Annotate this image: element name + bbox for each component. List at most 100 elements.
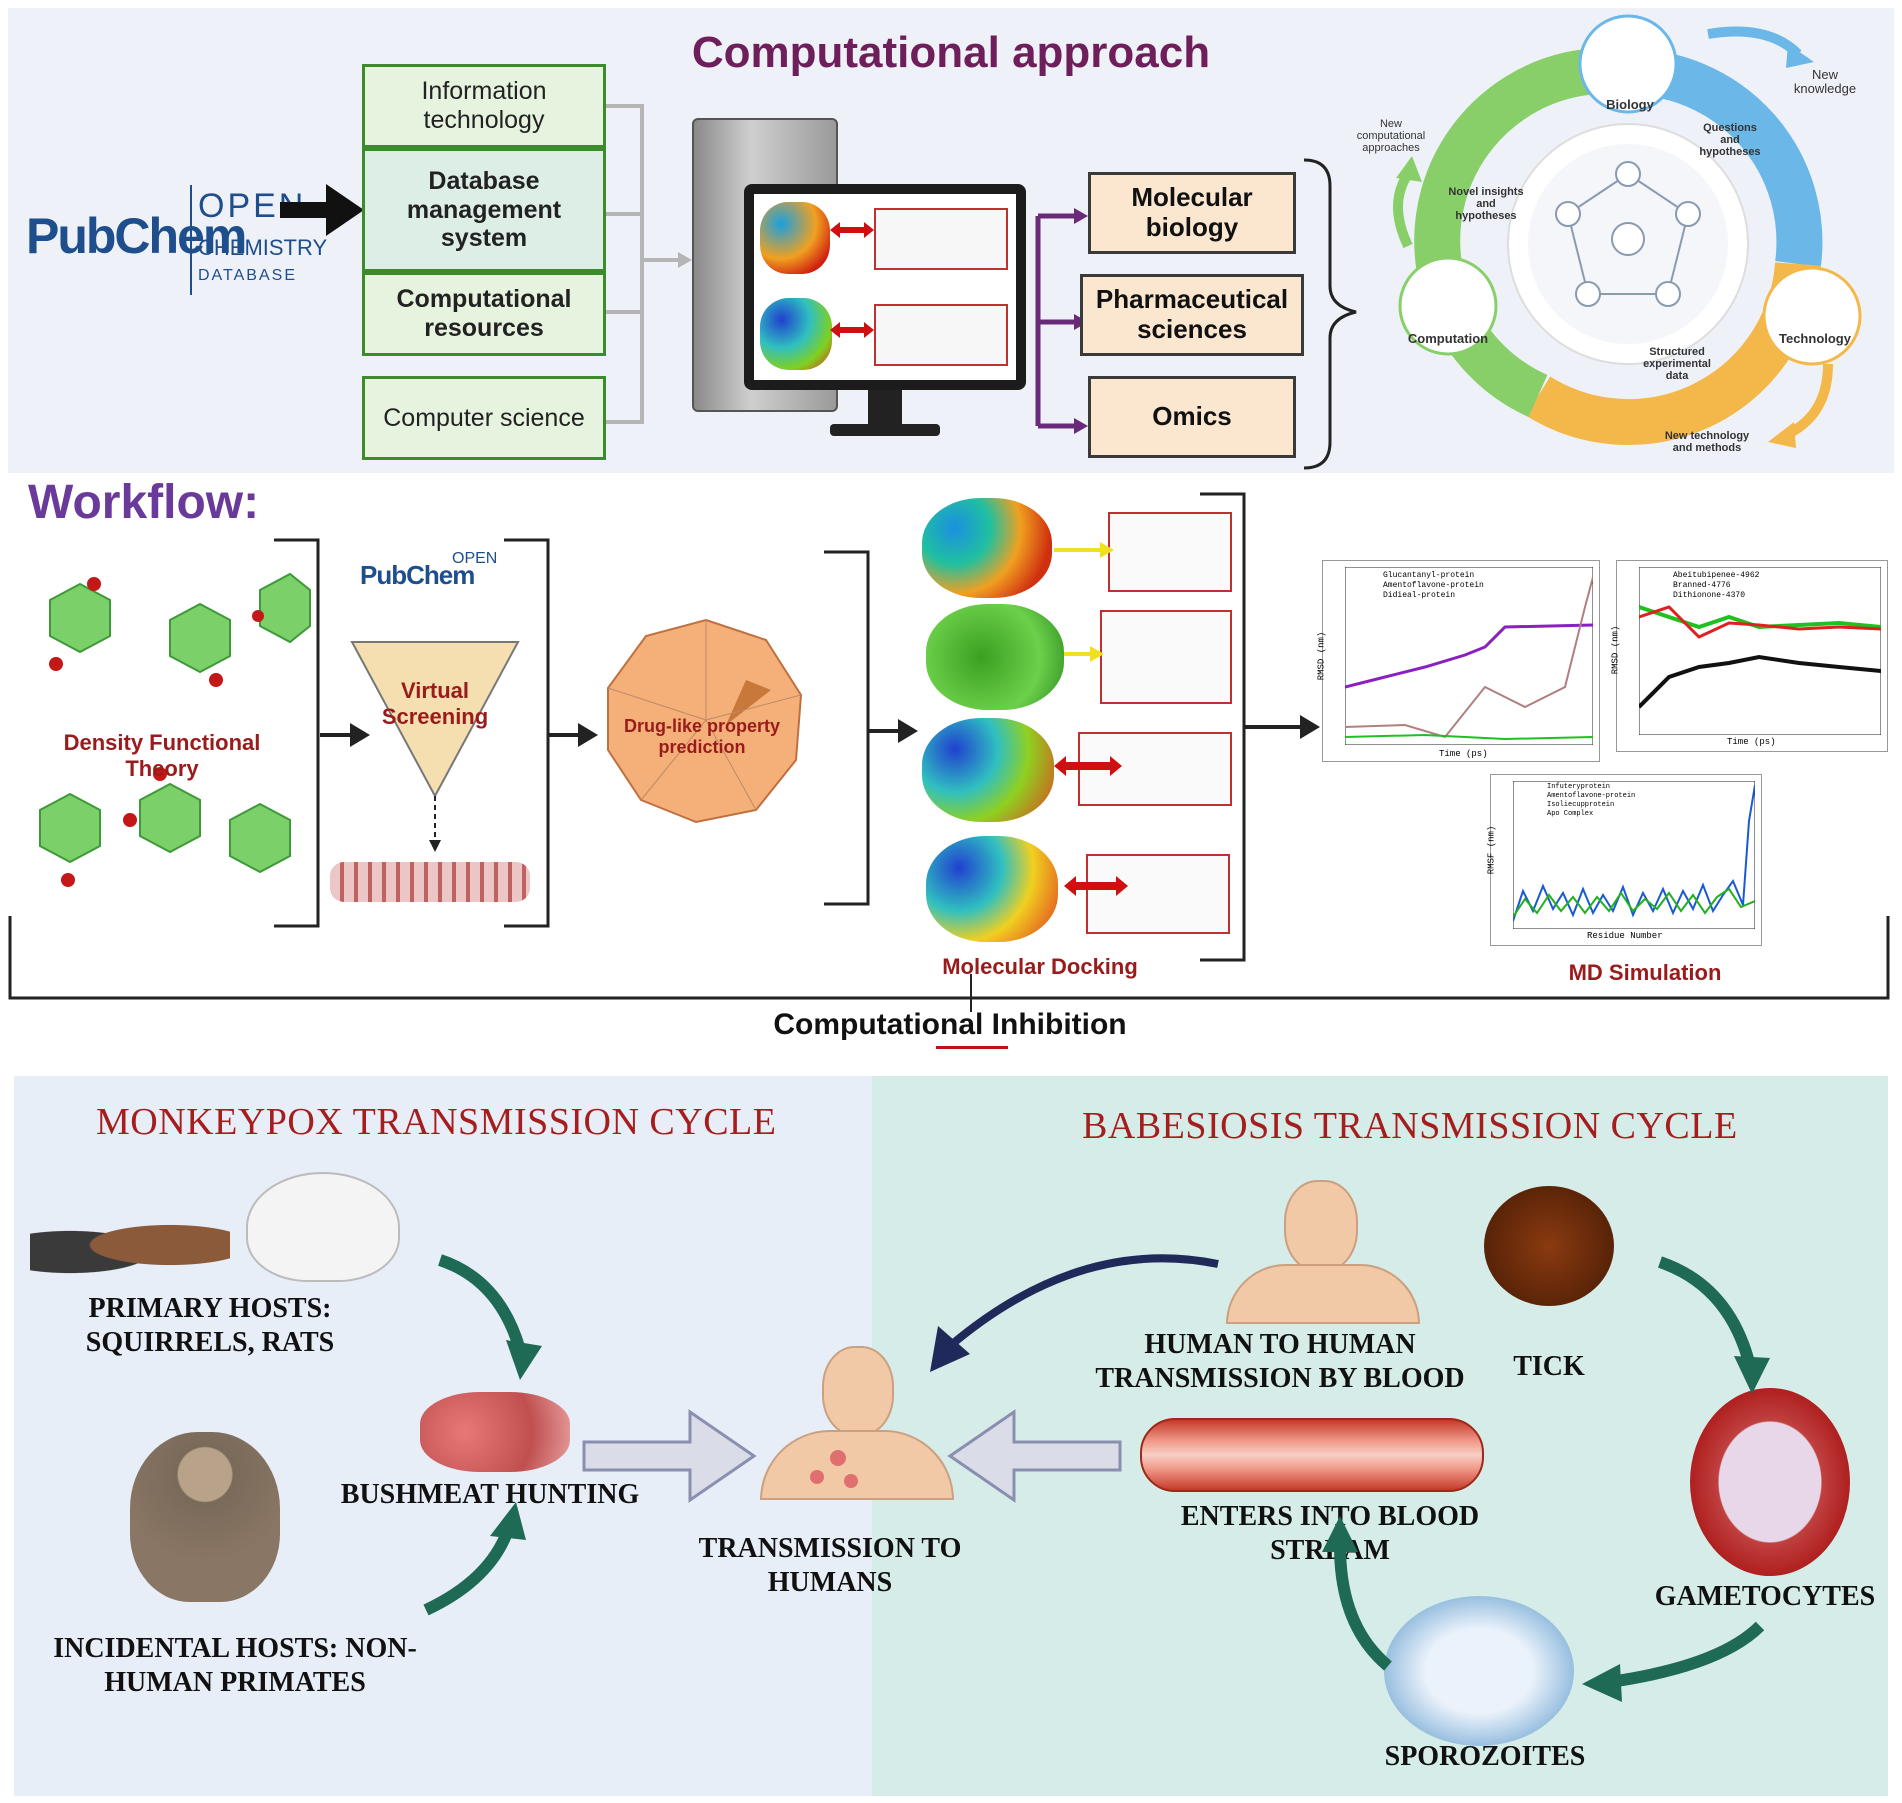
rmsd-chart-2-plot	[1639, 567, 1881, 735]
docking-arrows	[1054, 542, 1128, 896]
docking-ligand-4	[1086, 854, 1230, 934]
monkey-illustration	[130, 1432, 280, 1602]
pox-lesion-3	[844, 1474, 858, 1488]
docking-protein-1	[922, 498, 1052, 598]
box-molecular-biology: Molecular biology	[1088, 172, 1296, 254]
box-computer-science: Computer science	[362, 376, 606, 460]
pubchem-brand: PubChem	[26, 208, 247, 264]
intestines-illustration	[420, 1392, 570, 1472]
rmsf-xlabel: Residue Number	[1587, 931, 1663, 941]
ligand-diagram-2	[874, 304, 1008, 366]
block-arrow-right	[947, 1409, 1122, 1503]
pox-lesion-2	[810, 1470, 824, 1484]
box-pharmaceutical-sciences: Pharmaceutical sciences	[1080, 274, 1304, 356]
label-computation: Computation	[1407, 331, 1489, 346]
docking-ligand-2	[1100, 610, 1232, 704]
rmsf-ylabel: RMSF (nm)	[1486, 825, 1497, 875]
label-questions: Questions and hypotheses	[1699, 122, 1761, 159]
dft-label: Density Functional Theory	[63, 730, 261, 781]
rmsf-legend-2: Isoliecupprotein	[1547, 801, 1615, 809]
babesiosis-title: BABESIOSIS TRANSMISSION CYCLE	[1082, 1105, 1738, 1147]
rmsd-chart-2: Abeitubipenee-4962 Branned-4776 Dithiono…	[1610, 560, 1888, 752]
pubchem-small-open: OPEN	[452, 550, 498, 567]
box-computational-resources: Computational resources	[362, 272, 606, 356]
md-simulation-label: MD Simulation	[1568, 960, 1722, 985]
docking-ligand-1	[1108, 512, 1232, 592]
bracket-dft	[274, 538, 320, 928]
rmsd-chart-1: Glucantanyl-protein Amentoflavone-protei…	[1316, 560, 1600, 762]
transmission-to-humans-label: TRANSMISSION TO HUMANS	[698, 1533, 962, 1598]
connector-lines	[606, 104, 692, 424]
druglike-radar	[607, 618, 803, 824]
rmsd2-xlabel: Time (ps)	[1727, 737, 1776, 747]
blood-vessel-illustration	[1140, 1418, 1484, 1492]
purple-branch-arrows	[1035, 208, 1088, 434]
pubchem-small-brand: PubChem	[360, 560, 475, 590]
druglike-label: Drug-like property prediction	[623, 716, 781, 757]
gametocyte-illustration	[1690, 1388, 1850, 1576]
rat-illustration	[246, 1172, 400, 1282]
pubchem-database: DATABASE	[198, 267, 297, 284]
rmsd1-legend-0: Glucantanyl-protein	[1383, 571, 1475, 580]
donor-shoulders	[1226, 1264, 1420, 1324]
rmsd2-legend-2: Dithionone-4370	[1673, 591, 1746, 600]
ligand-diagram-1	[874, 208, 1008, 270]
pubchem-arrow	[280, 184, 364, 236]
workflow-bottom-bracket	[8, 916, 1890, 1012]
docking-protein-2	[926, 604, 1064, 710]
tick-illustration	[1484, 1186, 1614, 1306]
monitor-screen	[754, 194, 1016, 380]
virtual-screening-label: Virtual Screening	[381, 678, 489, 729]
rmsd-chart-1-plot	[1345, 567, 1593, 745]
monitor-base	[830, 424, 940, 436]
bracket-druglike	[824, 550, 870, 906]
knowledge-cycle	[1393, 14, 1862, 448]
arrow-to-druglike	[548, 723, 598, 747]
rmsf-legend-1: Amentoflavone-protein	[1547, 792, 1636, 800]
gametocytes-label: GAMETOCYTES	[1654, 1581, 1876, 1612]
pubchem-chemistry: CHEMISTRY	[198, 235, 328, 260]
pubchem-logo: PubChem OPEN CHEMISTRY DATABASE	[26, 185, 327, 295]
human-to-human-arrow	[930, 1254, 1219, 1372]
box-omics: Omics	[1088, 376, 1296, 458]
rmsd2-ylabel: RMSD (nm)	[1610, 625, 1621, 675]
virtual-screening-funnel	[350, 641, 520, 799]
docking-label: Molecular Docking	[942, 954, 1138, 979]
label-structured: Structured experimental data	[1643, 346, 1711, 383]
logo-divider	[190, 185, 192, 295]
computational-approach-title: Computational approach	[691, 28, 1211, 77]
curly-bracket	[1303, 158, 1357, 470]
pox-lesion-1	[830, 1450, 846, 1466]
rmsf-chart: Infuteryprotein Amentoflavone-protein Is…	[1486, 774, 1762, 946]
docking-protein-3	[922, 718, 1054, 822]
screening-dashed-arrow	[429, 796, 441, 852]
arrow-to-md	[1244, 715, 1320, 739]
monitor-stand	[868, 390, 902, 426]
computer-monitor	[744, 184, 1026, 390]
label-novel: Novel insights and hypotheses	[1448, 186, 1524, 223]
incidental-hosts-label: INCIDENTAL HOSTS: NON-HUMAN PRIMATES	[53, 1633, 417, 1698]
monkeypox-title: MONKEYPOX TRANSMISSION CYCLE	[96, 1101, 777, 1143]
inhibition-red-bar	[936, 1046, 1008, 1049]
tick-label: TICK	[1513, 1351, 1585, 1382]
arrow-to-docking	[868, 719, 918, 743]
rmsd2-legend-1: Branned-4776	[1673, 581, 1731, 590]
arrow-to-screening	[320, 723, 370, 747]
rmsd2-legend-0: Abeitubipenee-4962	[1673, 571, 1760, 580]
label-technology: Technology	[1779, 331, 1851, 346]
label-new-comp: New computational approaches	[1356, 118, 1426, 155]
computational-inhibition-label: Computational Inhibition	[773, 1008, 1127, 1041]
protein-structure-2	[760, 298, 832, 370]
human-shoulders	[760, 1430, 954, 1500]
rmsf-legend-3: Apo Complex	[1547, 810, 1594, 818]
sporozoites-label: SPOROZOITES	[1384, 1741, 1586, 1772]
rmsd1-xlabel: Time (ps)	[1439, 749, 1488, 759]
rmsd1-legend-1: Amentoflavone-protein	[1383, 581, 1484, 590]
human-head	[822, 1346, 894, 1436]
teal-arrows-monkeypox	[423, 1254, 542, 1616]
rmsf-chart-plot	[1513, 781, 1755, 929]
red-arrows	[830, 222, 874, 338]
pubchem-logo-small: PubChem OPEN	[356, 548, 498, 610]
donor-human-illustration	[1226, 1180, 1420, 1324]
dft-molecules	[39, 572, 311, 887]
